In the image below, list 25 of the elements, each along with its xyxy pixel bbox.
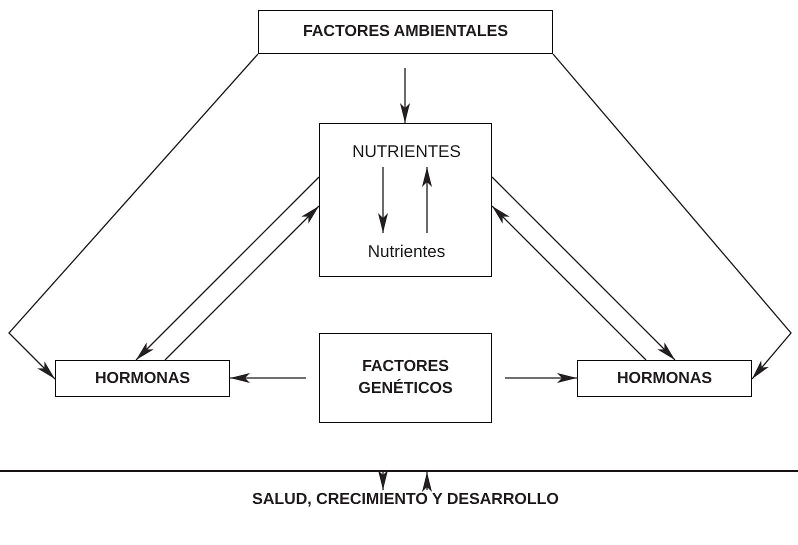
- arrow: [422, 472, 432, 492]
- arrow: [492, 206, 646, 360]
- node-text: Nutrientes: [361, 234, 452, 270]
- process-box: [319, 333, 492, 423]
- arrow: [400, 68, 410, 123]
- empty-box: [319, 123, 492, 277]
- process-box: [577, 360, 752, 397]
- node-text: SALUD, CRECIMIENTO Y DESARROLLO: [195, 490, 616, 510]
- box-label: HORMONAS: [94, 368, 190, 389]
- box-label: HORMONAS: [616, 368, 712, 389]
- box-label: FACTORES AMBIENTALES: [302, 22, 508, 42]
- arrow: [492, 176, 676, 360]
- process-box: [55, 360, 230, 397]
- box-label: FACTORES GENÉTICOS: [357, 357, 454, 399]
- arrow: [552, 54, 792, 380]
- arrow: [422, 167, 432, 233]
- arrow: [378, 167, 388, 233]
- arrow: [164, 206, 320, 360]
- arrow: [230, 373, 306, 383]
- arrow: [136, 176, 320, 360]
- arrow: [505, 373, 577, 383]
- arrow: [378, 470, 388, 490]
- process-box: [258, 10, 553, 54]
- divider-bar: [0, 470, 798, 472]
- arrow: [8, 54, 258, 380]
